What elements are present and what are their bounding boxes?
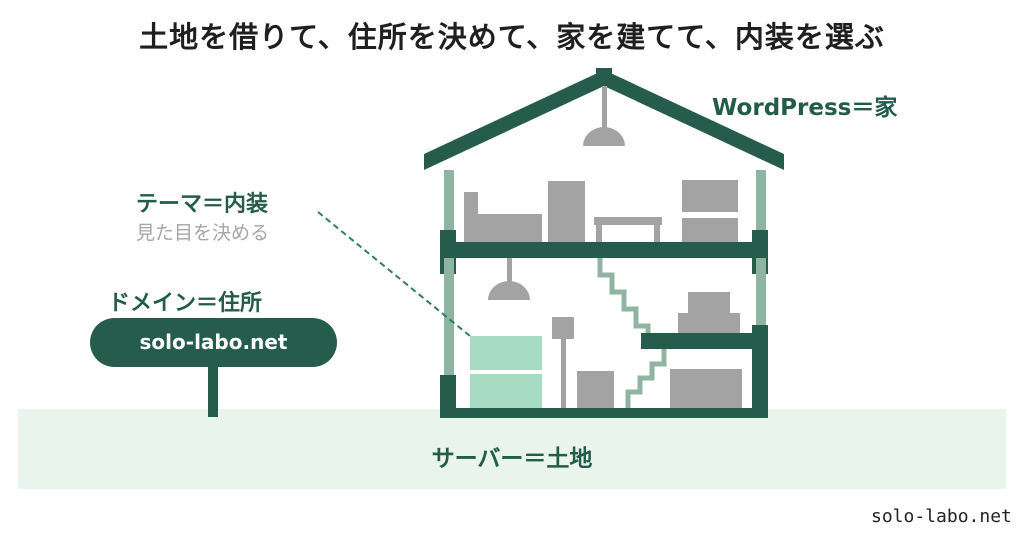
post-block-lower-right — [752, 325, 768, 417]
highlight-chair-seat — [470, 374, 542, 408]
floor-slab-ground — [440, 408, 768, 418]
lamp-cord-upper — [602, 86, 607, 128]
domain-sign-pole — [208, 367, 218, 417]
ground-server — [18, 409, 1006, 489]
chair-seat-upper — [682, 218, 738, 242]
mezzanine-ledge — [641, 333, 768, 349]
lamp-cord-lower — [507, 258, 512, 282]
sofa-lower — [670, 369, 742, 408]
theme-callout-line — [317, 211, 471, 337]
chair-back-mezzanine — [688, 292, 730, 316]
chair-seat-mezzanine — [678, 313, 740, 333]
server-label: サーバー＝土地 — [431, 446, 593, 472]
post-block-lower-left — [440, 375, 456, 417]
pillar-lower-left — [444, 258, 454, 378]
staircase-lower — [625, 348, 667, 408]
floor-slab-upper — [440, 242, 768, 258]
roof-ridge-cap — [596, 68, 612, 78]
cabinet-upper — [548, 181, 585, 242]
theme-sub-label: 見た目を決める — [136, 222, 270, 244]
chair-back-upper — [682, 180, 738, 212]
page-title: 土地を借りて、住所を決めて、家を建てて、内装を選ぶ — [139, 20, 885, 54]
domain-sign: solo-labo.net — [90, 318, 337, 367]
table-top-upper — [594, 217, 662, 225]
pillar-upper-right — [756, 170, 766, 232]
floor-lamp-shade — [552, 317, 574, 339]
cabinet-lower — [577, 371, 614, 408]
domain-label: ドメイン＝住所 — [108, 291, 263, 316]
lamp-shade-lower-icon — [488, 281, 530, 300]
staircase — [597, 258, 651, 340]
pillar-lower-right — [756, 258, 766, 328]
highlight-chair-back — [470, 336, 542, 370]
wordpress-label: WordPress＝家 — [712, 95, 898, 121]
footer-watermark: solo-labo.net — [871, 506, 1012, 527]
table-leg-right-upper — [654, 217, 660, 242]
pillar-upper-left — [444, 170, 454, 232]
theme-label: テーマ＝内装 — [136, 192, 269, 217]
floor-lamp-pole — [561, 339, 566, 408]
table-leg-left-upper — [596, 217, 602, 242]
sofa-seat-upper — [464, 214, 542, 242]
lamp-shade-upper-icon — [583, 127, 625, 146]
